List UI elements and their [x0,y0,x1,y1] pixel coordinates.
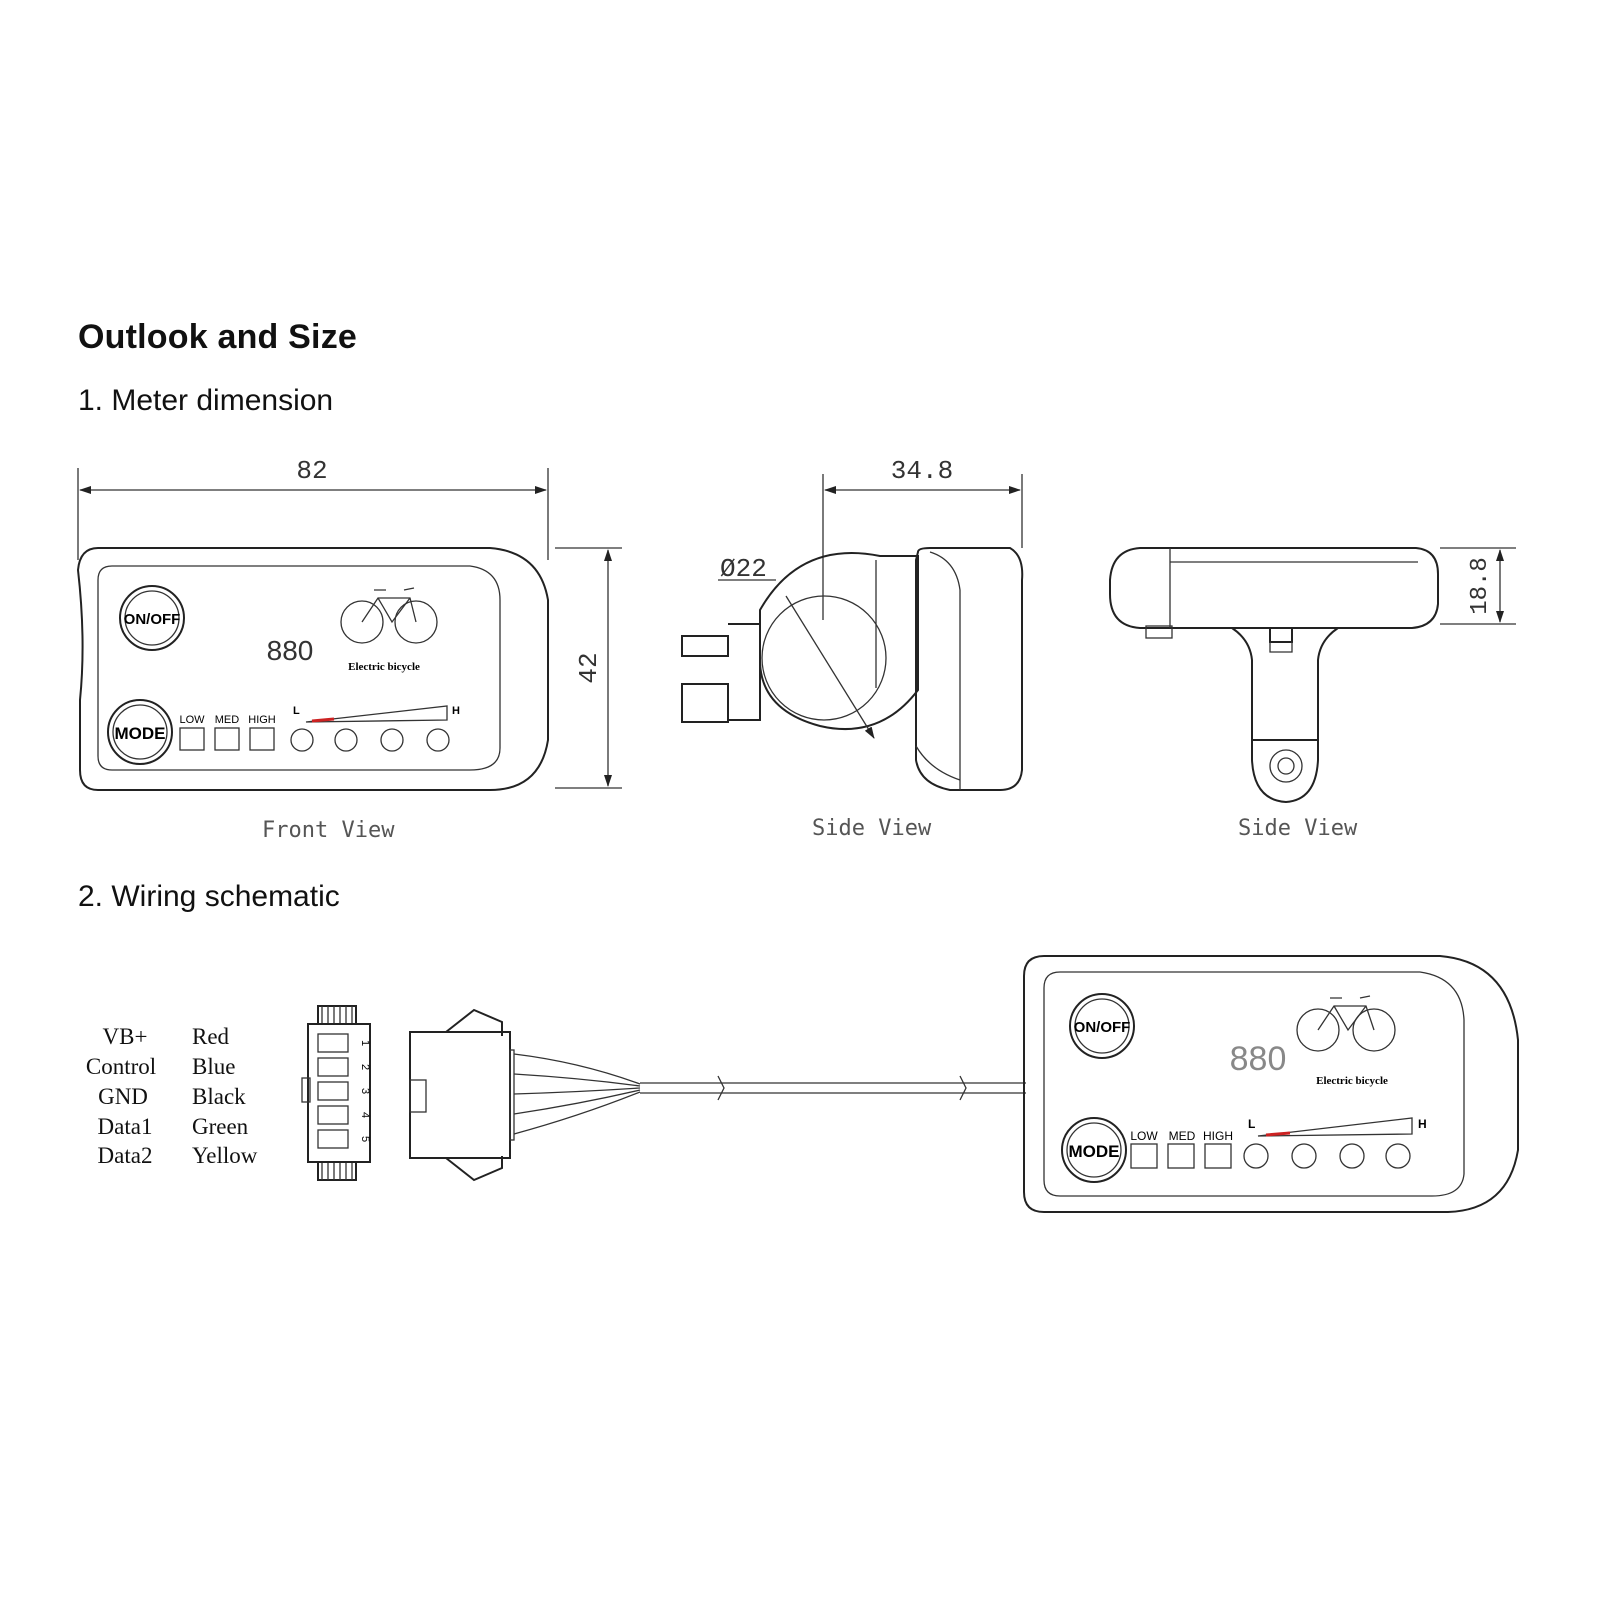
diameter-leader [785,595,875,739]
pin-2-label: 2 [359,1064,371,1070]
scale-high-label: H [452,705,460,717]
pin-5-label: 5 [359,1136,371,1142]
wiring-level-high-indicator [1204,1143,1232,1169]
level-med-label: MED [215,714,240,726]
cable [640,1075,1026,1101]
mount-bolt [1269,749,1303,783]
wiring-brand-label: Electric bicycle [1316,1075,1388,1087]
power-scale [305,705,448,723]
page-title: Outlook and Size [78,318,358,356]
indicator-led-4 [426,728,450,752]
mode-button[interactable] [107,699,173,765]
signal-control: Control [86,1054,156,1079]
pin-3-label: 3 [359,1088,371,1094]
clamp-ring [759,552,919,730]
wiring-mode-button[interactable] [1061,1117,1127,1183]
level-high-indicator [249,727,275,751]
wiring-display-value: 880 [1230,1040,1287,1078]
clamp-screw-lower [681,683,729,723]
level-med-indicator [214,727,240,751]
signal-gnd: GND [98,1084,148,1109]
wiring-indicator-led-2 [1291,1143,1317,1169]
wiring-indicator-led-3 [1339,1143,1365,1169]
wiring-bicycle-icon [1296,995,1396,1052]
indicator-led-1 [290,728,314,752]
indicator-led-3 [380,728,404,752]
connector-female: 1 2 3 4 5 [301,1005,371,1181]
width-dimension: 82 [296,456,327,486]
level-high-label: HIGH [248,714,276,726]
side-view-clamp: 34.8 Ø22 [681,456,1024,791]
section-wiring-schematic: 2. Wiring schematic [78,880,340,913]
clamp-screw-upper [681,635,729,657]
color-yellow: Yellow [192,1143,258,1168]
front-view: 82 42 ON/OFF 880 Electric bicycle MODE L… [76,456,622,791]
on-off-label: ON/OFF [124,611,181,628]
brand-label: Electric bicycle [348,661,420,673]
signal-vb: VB+ [103,1024,148,1049]
pin-1 [317,1033,349,1053]
wiring-meter-housing [1023,955,1519,1213]
wiring-level-high-label: HIGH [1203,1129,1233,1143]
scale-low-label: L [293,705,300,717]
level-low-label: LOW [179,714,205,726]
level-low-indicator [179,727,205,751]
connector-male-body [409,1031,511,1159]
pin-4 [317,1105,349,1125]
display-value: 880 [267,635,314,666]
signal-data2: Data2 [98,1143,153,1168]
mode-label: MODE [115,724,166,743]
wiring-on-off-label: ON/OFF [1074,1019,1131,1036]
front-view-caption: Front View [262,818,395,843]
side-view-top: 18.8 [1109,547,1516,804]
bicycle-icon [340,587,438,644]
meter-body-side [915,547,1024,791]
mount-clamp [1251,739,1319,804]
wiring-level-med-indicator [1167,1143,1195,1169]
side-view-caption: Side View [812,816,932,841]
wiring-indicator-led-1 [1243,1143,1269,1169]
pin-1-label: 1 [359,1040,371,1046]
wiring-power-scale-marker [1265,1131,1291,1137]
wiring-on-off-button[interactable] [1069,993,1135,1059]
depth-dimension: 34.8 [891,456,953,486]
height-dimension: 42 [574,652,604,683]
connector-male [409,1008,641,1182]
meter-housing [76,547,549,791]
indicator-led-2 [334,728,358,752]
wiring-meter: ON/OFF 880 Electric bicycle MODE LOW MED… [1023,955,1519,1213]
meter-bezel [97,565,501,771]
wiring-power-scale [1257,1117,1413,1137]
power-scale-marker [311,717,335,723]
wiring-level-low-indicator [1130,1143,1158,1169]
wiring-scale-low-label: L [1248,1117,1255,1131]
meter-body-top [1109,547,1439,629]
signal-data1: Data1 [98,1114,153,1139]
wiring-level-med-label: MED [1169,1129,1196,1143]
pin-2 [317,1057,349,1077]
wiring-indicator-led-4 [1385,1143,1411,1169]
pin-3 [317,1081,349,1101]
thickness-dimension: 18.8 [1467,557,1494,615]
wiring-mode-label: MODE [1069,1142,1120,1161]
wiring-level-low-label: LOW [1130,1129,1158,1143]
pin-5 [317,1129,349,1149]
pin-4-label: 4 [359,1112,371,1118]
wiring-scale-high-label: H [1418,1117,1427,1131]
side-view-caption-2: Side View [1238,816,1358,841]
wiring-legend: VB+ Control GND Data1 Data2 Red Blue Bla… [86,1024,258,1168]
diameter-dimension: Ø22 [720,554,767,584]
connector-body [307,1023,371,1163]
color-black: Black [192,1084,246,1109]
section-meter-dimension: 1. Meter dimension [78,384,334,417]
color-blue: Blue [192,1054,235,1079]
color-green: Green [192,1114,249,1139]
handlebar-tube [761,595,887,721]
meter-button-stub [1145,625,1173,639]
on-off-button[interactable] [119,585,185,651]
color-red: Red [192,1024,230,1049]
